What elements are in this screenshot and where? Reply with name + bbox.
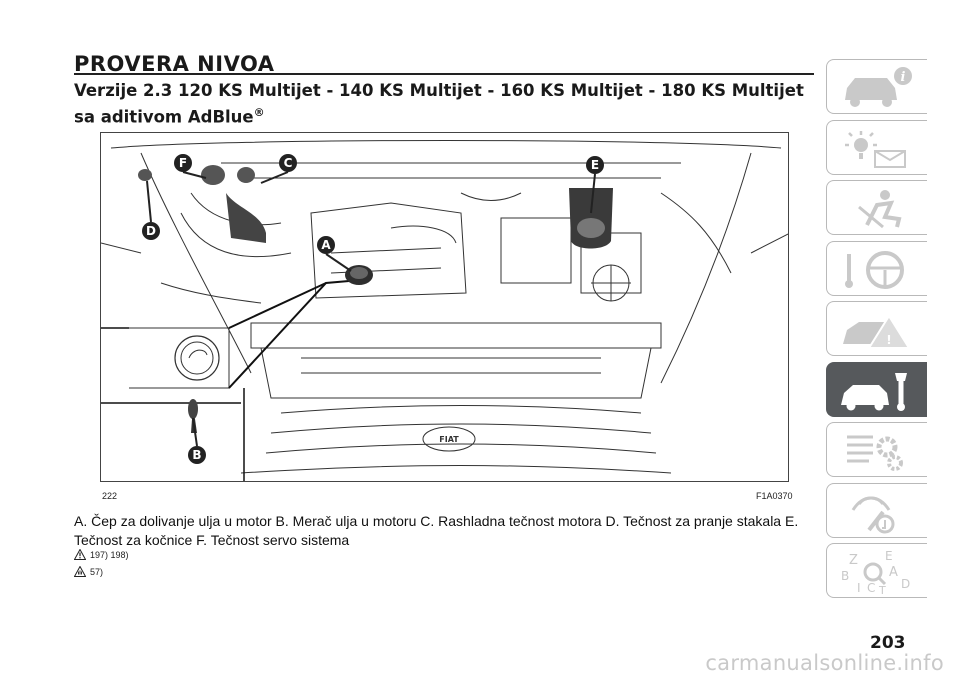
chapter-tabs: i ! — [826, 59, 927, 604]
callout-f-marker — [174, 154, 192, 172]
figure-code: F1A0370 — [756, 491, 793, 501]
tab-safety[interactable] — [826, 180, 927, 235]
svg-text:E: E — [885, 550, 893, 563]
caution-hand-icon — [74, 566, 86, 577]
car-info-icon: i — [845, 67, 912, 107]
callout-d-label: D — [146, 224, 156, 238]
music-note-icon — [851, 496, 895, 533]
warning-triangle-icon — [74, 549, 86, 560]
callout-e-marker — [586, 156, 604, 174]
callout-a-label: A — [321, 238, 331, 252]
airbag-seat-icon — [858, 190, 902, 229]
tab-multimedia[interactable] — [826, 482, 927, 538]
figure-caption: A. Čep za dolivanje ulja u motor B. Mera… — [74, 513, 799, 548]
callout-b-label: B — [192, 448, 201, 462]
tab-maintenance[interactable] — [826, 361, 927, 417]
section-subtitle: Verzije 2.3 120 KS Multijet - 140 KS Mul… — [74, 80, 814, 129]
callout-c-label: C — [284, 156, 293, 170]
figure-page-code: 222 — [102, 491, 118, 501]
svg-text:D: D — [901, 577, 910, 591]
svg-text:!: ! — [886, 333, 891, 347]
car-wrench-icon — [841, 372, 907, 411]
caution-note: 57) — [74, 566, 103, 577]
title-rule — [74, 73, 814, 75]
svg-text:i: i — [901, 70, 906, 85]
specs-gear-icon — [847, 435, 903, 471]
breakdown-icon: ! — [843, 314, 911, 349]
tab-lights-messages[interactable] — [826, 119, 927, 175]
alphabet-search-icon: Z E B A I C T D — [841, 550, 910, 594]
svg-text:T: T — [878, 584, 886, 594]
caution-refs: 57) — [90, 566, 104, 577]
svg-text:A: A — [889, 565, 898, 580]
engine-bay-illustration: A B C D E F FIAT — [101, 140, 788, 481]
svg-text:I: I — [857, 581, 861, 594]
warning-note: 197) 198) — [74, 549, 129, 560]
callout-f-label: F — [179, 156, 187, 170]
svg-text:B: B — [841, 569, 849, 583]
fiat-emblem-text: FIAT — [439, 435, 459, 444]
callout-c-marker — [279, 154, 297, 172]
callout-d-marker — [142, 222, 160, 240]
steering-wheel-icon — [845, 250, 904, 289]
tab-emergency[interactable]: ! — [826, 301, 927, 356]
engine-bay-figure: A B C D E F FIAT — [100, 132, 789, 482]
tab-index[interactable]: Z E B A I C T D — [826, 543, 927, 598]
warning-light-icon — [845, 130, 906, 168]
tab-dashboard-info[interactable]: i — [826, 59, 927, 114]
svg-text:C: C — [867, 581, 875, 594]
watermark: carmanualsonline.info — [705, 651, 944, 675]
callout-a-marker — [317, 236, 335, 254]
warning-refs: 197) 198) — [90, 549, 129, 560]
registered-mark: ® — [253, 106, 265, 119]
page-number: 203 — [870, 633, 906, 653]
callout-e-label: E — [591, 158, 599, 172]
svg-text:Z: Z — [849, 553, 858, 568]
tab-technical-data[interactable] — [826, 422, 927, 477]
subtitle-text: Verzije 2.3 120 KS Multijet - 140 KS Mul… — [74, 81, 804, 127]
callout-b-marker — [188, 446, 206, 464]
section-title: PROVERA NIVOA — [74, 52, 275, 76]
tab-driving[interactable] — [826, 240, 927, 296]
